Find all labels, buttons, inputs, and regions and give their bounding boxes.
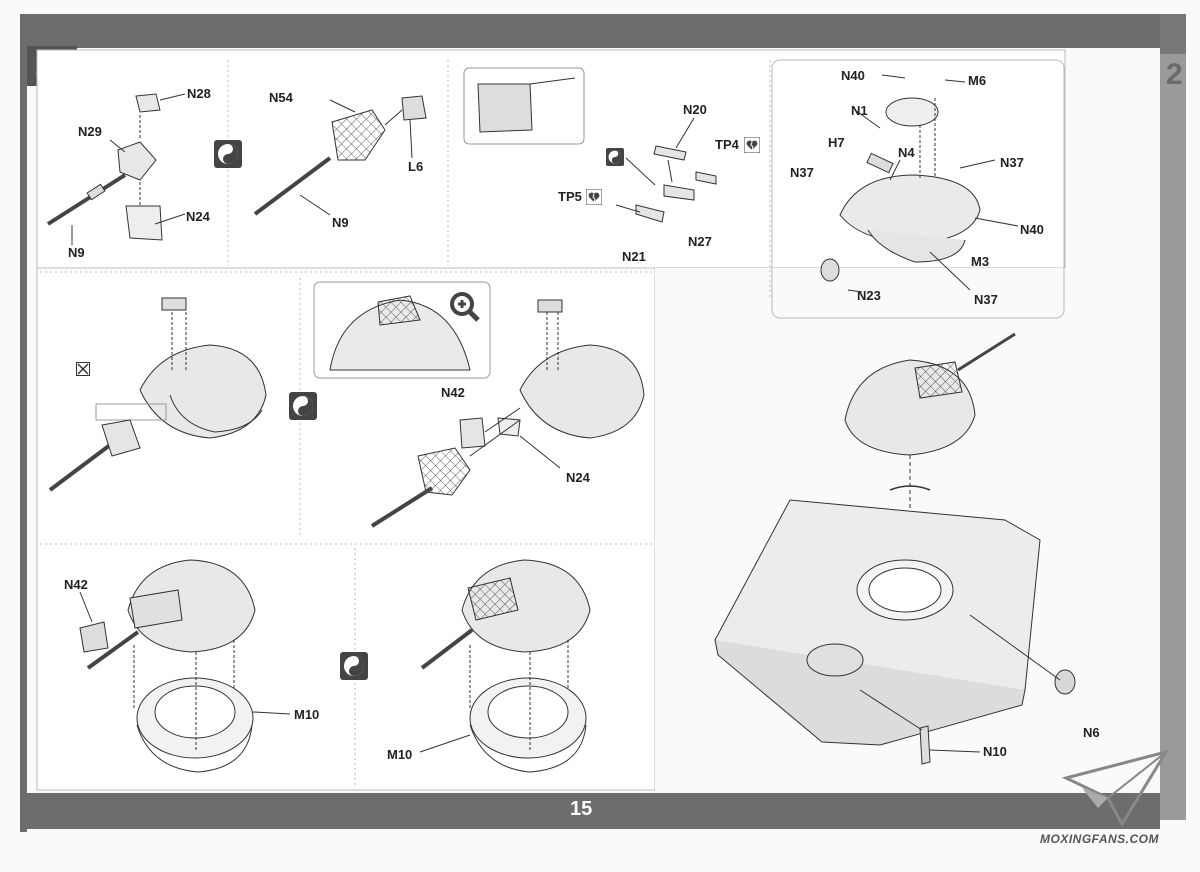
right-page-edge	[1160, 14, 1186, 820]
bottom-band	[20, 793, 1160, 829]
watermark-text: MOXINGFANS.COM	[1040, 832, 1160, 846]
part-label: N21	[622, 249, 646, 264]
page-number: 15	[570, 798, 593, 820]
part-label: M3	[971, 254, 990, 269]
magnify-plus-icon	[450, 292, 480, 322]
part-label: N54	[269, 90, 293, 105]
right-page-strip	[1160, 14, 1186, 54]
yin-yang-icon	[214, 140, 242, 168]
part-label: TP5	[558, 189, 582, 204]
part-label: H7	[828, 135, 845, 150]
part-label: N24	[566, 470, 590, 485]
yin-yang-icon	[289, 392, 317, 420]
part-label: N6	[1083, 725, 1100, 740]
top-band	[20, 14, 1160, 48]
part-label: N9	[332, 215, 349, 230]
part-label: N42	[64, 577, 88, 592]
part-label: N40	[841, 68, 865, 83]
part-label: N27	[688, 234, 712, 249]
broken-heart-icon	[586, 189, 602, 205]
part-label: N23	[857, 288, 881, 303]
part-label: TP4	[715, 137, 739, 152]
part-label: N37	[974, 292, 998, 307]
part-label: M6	[968, 73, 987, 88]
part-label: M10	[294, 707, 320, 722]
part-label: N1	[851, 103, 868, 118]
part-label: N37	[1000, 155, 1024, 170]
part-label: N10	[983, 744, 1007, 759]
part-label: N29	[78, 124, 102, 139]
part-label: L6	[408, 159, 424, 174]
cross-box-icon	[76, 362, 90, 376]
part-label: N24	[186, 209, 210, 224]
yin-yang-icon	[340, 652, 368, 680]
part-label: N42	[441, 385, 465, 400]
left-band	[20, 14, 27, 832]
part-label: N37	[790, 165, 814, 180]
part-label: N9	[68, 245, 85, 260]
paper-plane-logo-icon	[1062, 749, 1170, 828]
next-page-step-number: 2	[1166, 58, 1183, 91]
part-label: M10	[387, 747, 413, 762]
part-label: N40	[1020, 222, 1044, 237]
yin-yang-icon	[606, 148, 624, 166]
part-label: N28	[187, 86, 211, 101]
part-label: N4	[898, 145, 915, 160]
part-label: N20	[683, 102, 707, 117]
broken-heart-icon	[744, 137, 760, 153]
